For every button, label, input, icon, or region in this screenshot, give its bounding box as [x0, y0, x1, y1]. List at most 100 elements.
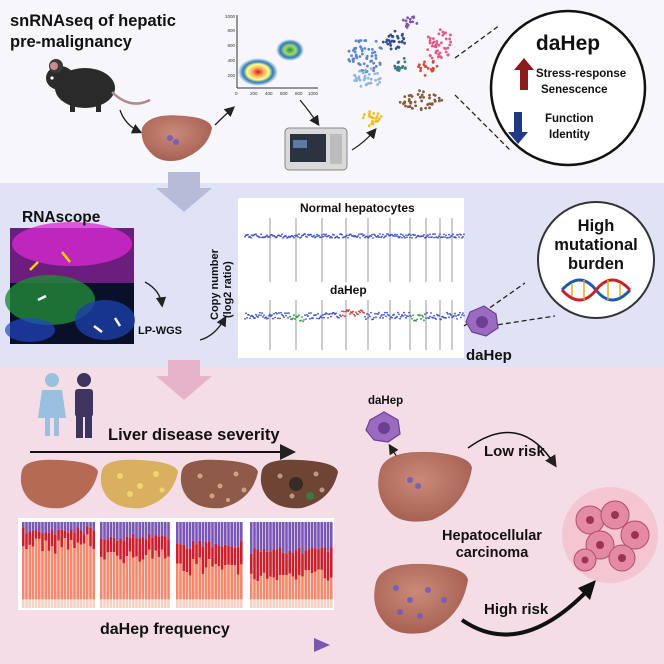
umap-point [398, 100, 402, 104]
umap-point [386, 42, 390, 46]
frequency-bar-segment [50, 529, 54, 547]
cnv-point [382, 317, 384, 319]
frequency-bar-segment [54, 599, 57, 608]
frequency-bar-segment [66, 532, 70, 550]
cnv-point [348, 309, 350, 311]
frequency-bar-segment [204, 567, 208, 600]
umap-point [428, 96, 431, 100]
cnv-ylabel-line2: (log2 ratio) [222, 261, 234, 318]
cnv-point [387, 233, 389, 235]
umap-point [426, 48, 430, 52]
frequency-bar-segment [285, 522, 288, 554]
frequency-bar-segment [259, 551, 263, 576]
umap-point [374, 57, 378, 60]
frequency-bar-segment [320, 547, 323, 570]
cnv-point [344, 315, 346, 318]
cnv-point [357, 313, 359, 316]
umap-point [437, 32, 441, 36]
frequency-bar-segment [240, 522, 243, 542]
cnv-point [460, 316, 462, 319]
umap-point [429, 68, 433, 71]
frequency-bar-segment [310, 573, 314, 600]
frequency-bar-segment [63, 538, 67, 600]
x-tick: 1000 [308, 91, 319, 96]
frequency-bar-segment [301, 522, 304, 554]
frequency-bar-segment [250, 522, 253, 554]
cnv-point [318, 317, 320, 320]
frequency-bar-segment [204, 522, 208, 542]
cnv-point [247, 233, 249, 236]
frequency-bar-segment [70, 522, 73, 530]
cnv-point [400, 315, 402, 318]
frequency-bar-segment [89, 599, 92, 608]
frequency-bar-segment [38, 599, 41, 608]
umap-point [396, 61, 400, 65]
frequency-bar-segment [54, 522, 57, 535]
cnv-point [461, 313, 463, 316]
frequency-bar-segment [233, 565, 237, 600]
frequency-bar-segment [301, 576, 304, 600]
cnv-point [393, 235, 395, 237]
frequency-bar-segment [214, 564, 217, 600]
cnv-point [447, 236, 449, 239]
x-tick: 400 [265, 91, 273, 96]
umap-point [422, 96, 426, 99]
umap-point [359, 39, 363, 42]
umap-point [419, 69, 422, 73]
cnv-point [433, 236, 435, 239]
cnv-point [443, 233, 445, 236]
umap-point [376, 72, 379, 75]
frequency-bar-segment [122, 599, 125, 608]
umap-point [397, 46, 401, 49]
frequency-bar-segment [66, 522, 70, 533]
umap-point [372, 61, 376, 65]
frequency-bar-segment [269, 599, 272, 608]
frequency-bar-segment [70, 540, 73, 600]
umap-point [407, 97, 411, 101]
cnv-point [357, 235, 359, 237]
frequency-bar-segment [116, 555, 119, 600]
cnv-point [442, 236, 444, 238]
frequency-bar-segment [310, 547, 314, 574]
umap-point [367, 73, 371, 76]
frequency-bar-segment [60, 599, 63, 608]
frequency-bar-segment [182, 599, 185, 608]
umap-point [374, 54, 378, 57]
frequency-bar-segment [128, 551, 132, 600]
frequency-bar-segment [304, 599, 307, 608]
umap-point [422, 90, 425, 94]
frequency-bar-segment [307, 599, 311, 608]
frequency-bar-segment [31, 599, 35, 608]
umap-point [367, 114, 371, 118]
umap-point [391, 34, 395, 38]
umap-point [428, 36, 432, 40]
umap-point [376, 112, 380, 116]
cnv-point [245, 312, 247, 315]
umap-point [418, 89, 421, 93]
frequency-bar-segment [125, 556, 129, 600]
frequency-bar-segment [298, 599, 301, 608]
cnv-point [258, 314, 260, 316]
cnv-point [406, 236, 408, 239]
frequency-bar-segment [151, 537, 154, 559]
frequency-bar-segment [304, 570, 307, 600]
cnv-point [318, 234, 320, 237]
cnv-point [410, 234, 412, 237]
frequency-bar-segment [116, 540, 119, 556]
cnv-point [371, 233, 373, 236]
frequency-bar-segment [41, 522, 44, 534]
umap-point [375, 115, 379, 119]
frequency-bar-segment [266, 599, 269, 608]
frequency-bar-segment [326, 551, 330, 581]
umap-point [391, 39, 395, 43]
cnv-point [395, 235, 397, 238]
umap-point [359, 84, 363, 88]
frequency-bar-segment [188, 548, 192, 576]
cnv-point [321, 316, 323, 319]
umap-point [372, 112, 376, 115]
cnv-point [399, 317, 401, 320]
umap-point [428, 106, 431, 110]
y-tick: 1000 [225, 14, 236, 19]
sequencer-icon [284, 127, 348, 171]
